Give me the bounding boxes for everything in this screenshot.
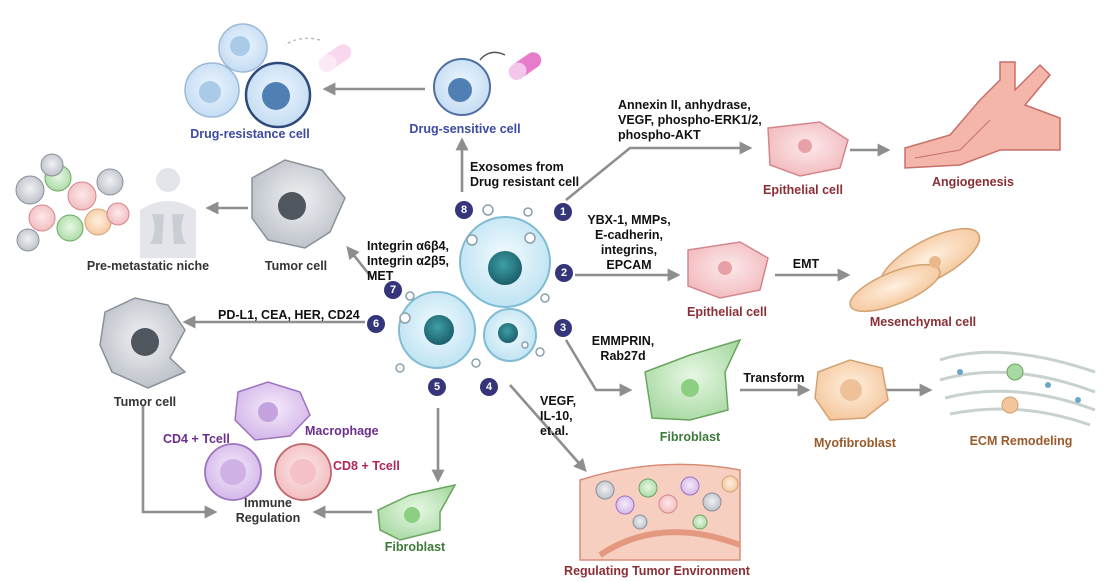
label-fibroblast-1: Fibroblast bbox=[659, 430, 721, 444]
vesicle-10 bbox=[535, 347, 545, 357]
pre-metastatic-niche-cluster bbox=[15, 153, 130, 252]
vesicle-3 bbox=[466, 234, 478, 246]
epithelial-cell-1 bbox=[767, 121, 849, 177]
vesicle-11 bbox=[521, 341, 529, 349]
tumor-environment-tissue bbox=[579, 463, 742, 561]
vesicle-5 bbox=[540, 293, 550, 303]
label-vegf: VEGF, IL-10, et.al. bbox=[540, 394, 577, 438]
label-regulating-tumor-environment: Regulating Tumor Environment bbox=[564, 564, 750, 578]
label-mesenchymal-cell: Mesenchymal cell bbox=[869, 315, 977, 329]
pill-icon bbox=[508, 52, 542, 80]
lungs-body-icon bbox=[140, 168, 196, 258]
badge-6: 6 bbox=[367, 315, 385, 333]
label-cd4-tcell: CD4 + Tcell bbox=[163, 432, 230, 446]
vesicle-1 bbox=[482, 204, 494, 216]
fibroblast-cell-1 bbox=[644, 338, 742, 421]
pill-icon-faded bbox=[318, 44, 352, 72]
exosome-nucleus-top bbox=[488, 251, 522, 285]
label-macrophage: Macrophage bbox=[305, 424, 379, 438]
arrow-to-tumor-env bbox=[509, 384, 587, 472]
arrow-tumor-to-immune bbox=[141, 405, 218, 519]
badge-1: 1 bbox=[554, 203, 572, 221]
epithelial-cell-2 bbox=[687, 241, 769, 299]
label-drug-resistance-cell: Drug-resistance cell bbox=[190, 127, 310, 141]
vesicle-2 bbox=[523, 207, 533, 217]
vesicle-4 bbox=[524, 232, 536, 244]
label-myofibroblast: Myofibroblast bbox=[814, 436, 896, 450]
label-ybx: YBX-1, MMPs, E-cadherin, integrins, EPCA… bbox=[587, 213, 671, 272]
label-integrin: Integrin α6β4, Integrin α2β5, MET bbox=[367, 239, 449, 283]
badge-8: 8 bbox=[455, 201, 473, 219]
tumor-cell-top-shape bbox=[251, 159, 346, 249]
mesenchymal-cells bbox=[849, 227, 981, 313]
vesicle-9 bbox=[471, 358, 481, 368]
badge-7: 7 bbox=[384, 281, 402, 299]
immune-cells bbox=[204, 381, 332, 501]
label-drug-sensitive-cell: Drug-sensitive cell bbox=[409, 122, 521, 136]
badge-4: 4 bbox=[480, 378, 498, 396]
arrow-to-fibroblast-1 bbox=[564, 339, 633, 397]
drug-sensitive-cell bbox=[433, 51, 542, 116]
label-ecm-remodeling: ECM Remodeling bbox=[969, 434, 1073, 448]
fibroblast-cell-2 bbox=[377, 483, 457, 541]
label-angiogenesis: Angiogenesis bbox=[932, 175, 1014, 189]
label-emt: EMT bbox=[792, 257, 820, 271]
arrows-group bbox=[141, 82, 933, 519]
vesicle-6 bbox=[399, 312, 411, 324]
angiogenesis-vessel bbox=[904, 61, 1061, 169]
arrow-to-tumor-cell-top bbox=[346, 245, 374, 279]
label-fibroblast-2: Fibroblast bbox=[384, 540, 446, 554]
vesicle-8 bbox=[395, 363, 405, 373]
label-transform: Transform bbox=[743, 371, 805, 385]
label-annexin: Annexin II, anhydrase, VEGF, phospho-ERK… bbox=[618, 98, 762, 142]
label-epithelial-cell-2: Epithelial cell bbox=[687, 305, 767, 319]
exosome-nucleus-left bbox=[424, 315, 454, 345]
drug-resistance-cells bbox=[184, 23, 352, 129]
exosome-nucleus-right bbox=[498, 323, 518, 343]
myofibroblast-cell bbox=[814, 359, 889, 421]
tumor-cell-left-shape bbox=[99, 297, 187, 389]
label-pdl1: PD-L1, CEA, HER, CD24 bbox=[218, 308, 360, 322]
label-tumor-cell-top: Tumor cell bbox=[264, 259, 328, 273]
label-emmprin: EMMPRIN, Rab27d bbox=[591, 334, 655, 363]
badge-2: 2 bbox=[555, 264, 573, 282]
label-cd8-tcell: CD8 + Tcell bbox=[333, 459, 400, 473]
label-exosomes: Exosomes from Drug resistant cell bbox=[470, 160, 580, 189]
label-pre-metastatic-niche: Pre-metastatic niche bbox=[86, 259, 210, 273]
badge-5: 5 bbox=[428, 378, 446, 396]
badge-3: 3 bbox=[554, 319, 572, 337]
label-epithelial-cell-1: Epithelial cell bbox=[763, 183, 843, 197]
ecm-remodeling-fibers bbox=[939, 350, 1096, 427]
label-tumor-cell-left: Tumor cell bbox=[113, 395, 177, 409]
central-exosome-cluster bbox=[395, 204, 551, 373]
vesicle-7 bbox=[405, 291, 415, 301]
arrow-to-epithelial-1 bbox=[565, 141, 753, 202]
label-immune-regulation: Immune Regulation bbox=[235, 496, 301, 525]
